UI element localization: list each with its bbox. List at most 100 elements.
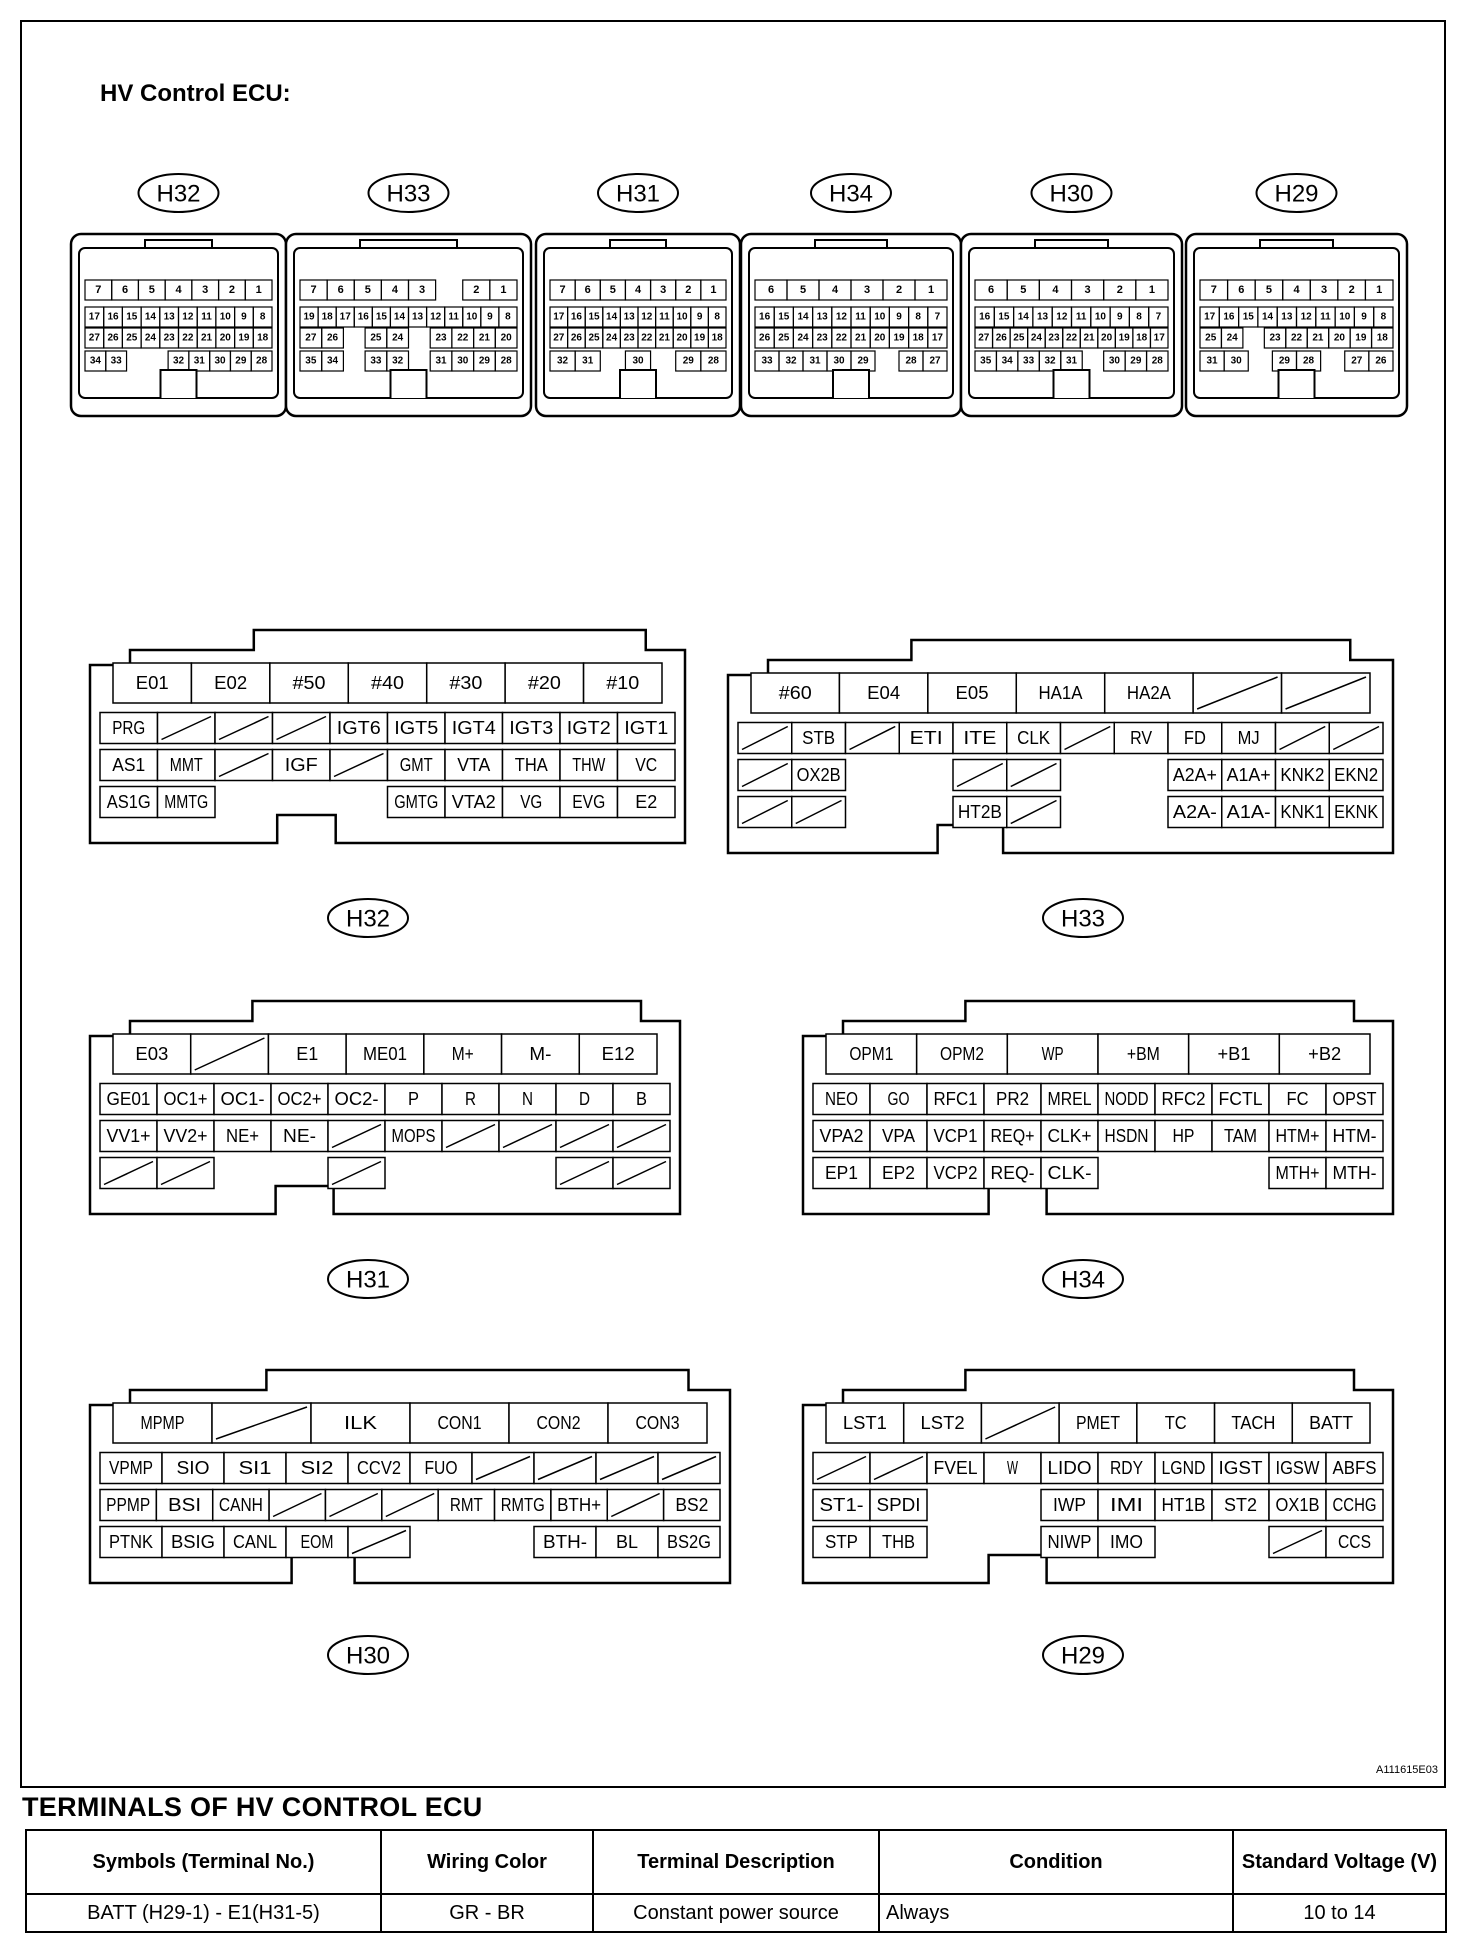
terminal-cell: [926, 1119, 985, 1153]
connector-key: [159, 369, 198, 398]
terminal-name: FVEL: [934, 1458, 978, 1478]
pin-number: 8: [714, 312, 720, 323]
pin-number: 27: [305, 333, 317, 344]
terminal-cell: [927, 672, 1018, 714]
terminal-cell: [657, 1525, 721, 1559]
terminal-name: OC1-: [221, 1089, 265, 1109]
pin-cell: [494, 327, 518, 349]
unused-terminal-slash: [194, 1037, 265, 1071]
pin-number: 3: [1085, 284, 1091, 296]
connector-label-top-h33-text: H33: [386, 181, 430, 208]
terminal-name: A2A+: [1173, 765, 1217, 785]
terminal-cell: [423, 1033, 503, 1075]
terminal-cell: [1325, 1082, 1384, 1116]
terminal-name: LIDO: [1048, 1458, 1092, 1478]
pin-number: 4: [1052, 284, 1059, 296]
terminal-name: E03: [135, 1044, 168, 1064]
connector-label-h34: H34: [1042, 1259, 1124, 1299]
terminal-cell: [1325, 1488, 1384, 1522]
pin-number: 14: [606, 312, 618, 323]
pin-number: 25: [126, 333, 138, 344]
terminal-name: A1A+: [1227, 765, 1271, 785]
connector-label-h29-oval: [1042, 1635, 1124, 1675]
pin-cell: [407, 279, 437, 301]
terminal-cell: [555, 1082, 614, 1116]
terminal-cell: [347, 1451, 411, 1485]
pin-number: 27: [978, 333, 990, 344]
terminal-cell: [211, 1402, 312, 1444]
terminal-cell: [99, 1488, 158, 1522]
unused-terminal-slash: [873, 1455, 924, 1481]
terminal-name: KNK2: [1280, 765, 1324, 785]
connector-latch: [1034, 239, 1109, 248]
terminal-name: HA1A: [1039, 683, 1083, 703]
pin-number: 30: [214, 356, 226, 367]
pin-number: 16: [571, 312, 583, 323]
connector-label-h30-oval: [327, 1635, 409, 1675]
pin-number: 25: [1013, 333, 1025, 344]
pin-number: 23: [1269, 333, 1281, 344]
unused-terminal-slash: [559, 1123, 610, 1149]
pin-number: 11: [1320, 312, 1331, 323]
connector-label-top-h34: H34: [810, 173, 892, 213]
pin-number: 27: [553, 333, 565, 344]
unused-terminal-slash: [218, 715, 269, 741]
terminal-name: FC: [1287, 1089, 1309, 1109]
pin-cell: [252, 327, 273, 349]
terminal-name: LST1: [843, 1413, 887, 1433]
connector-label-top-h30-oval: [1030, 173, 1113, 213]
pin-number: 28: [256, 356, 268, 367]
terminal-name: NE-: [283, 1126, 316, 1146]
pin-number: 7: [1211, 284, 1217, 296]
terminal-name: STB: [802, 728, 835, 748]
col-header-terminal-description: Terminal Description: [592, 1829, 880, 1895]
pin-number: 13: [817, 312, 829, 323]
pin-number: 26: [571, 333, 583, 344]
terminal-name: A1A-: [1227, 802, 1271, 822]
pin-cell: [574, 350, 601, 372]
unused-terminal-slash: [956, 762, 1004, 788]
pin-number: 5: [365, 284, 371, 296]
pin-number: 2: [229, 284, 235, 296]
unused-terminal-slash: [103, 1160, 154, 1186]
terminal-cell: [1211, 1119, 1270, 1153]
terminal-name: RDY: [1110, 1458, 1143, 1478]
terminal-cell: [444, 711, 504, 745]
terminal-cell: [1040, 1488, 1099, 1522]
unused-terminal-slash: [795, 799, 842, 825]
pin-number: 26: [1375, 356, 1387, 367]
terminal-name: GMT: [400, 755, 433, 775]
terminal-cell: [504, 662, 585, 704]
terminal-cell: [508, 1402, 609, 1444]
terminal-cell: [582, 662, 663, 704]
terminal-name: OPM1: [849, 1044, 893, 1064]
terminal-cell: [1325, 1451, 1384, 1485]
terminal-name: OX2B: [797, 765, 841, 785]
terminal-cell: [1006, 1033, 1099, 1075]
pin-cell: [914, 279, 948, 301]
pin-number: 31: [1066, 356, 1078, 367]
terminal-name: BATT: [1309, 1413, 1353, 1433]
terminal-name: CLK-: [1048, 1163, 1092, 1183]
figure-title: HV Control ECU:: [100, 80, 291, 107]
terminal-name: SI2: [301, 1458, 334, 1478]
pin-number: 34: [90, 356, 102, 367]
terminal-name: IGST: [1219, 1458, 1263, 1478]
connector-label-h32: H32: [327, 898, 409, 938]
table-row: BATT (H29-1) - E1(H31-5) GR - BR Constan…: [25, 1893, 1447, 1933]
terminal-name: ILK: [344, 1413, 377, 1433]
connector-label-h31-oval: [327, 1259, 409, 1299]
connector-label-h29-text: H29: [1061, 1643, 1105, 1670]
pin-number: 21: [1083, 333, 1095, 344]
pin-number: 29: [683, 356, 695, 367]
terminal-name: #30: [449, 673, 482, 693]
terminal-name: STP: [825, 1532, 858, 1552]
terminal-name: LST2: [921, 1413, 965, 1433]
pin-cell: [1364, 279, 1394, 301]
pin-number: 35: [305, 356, 317, 367]
pin-number: 22: [641, 333, 653, 344]
pin-number: 4: [635, 284, 642, 296]
pin-number: 32: [557, 356, 569, 367]
